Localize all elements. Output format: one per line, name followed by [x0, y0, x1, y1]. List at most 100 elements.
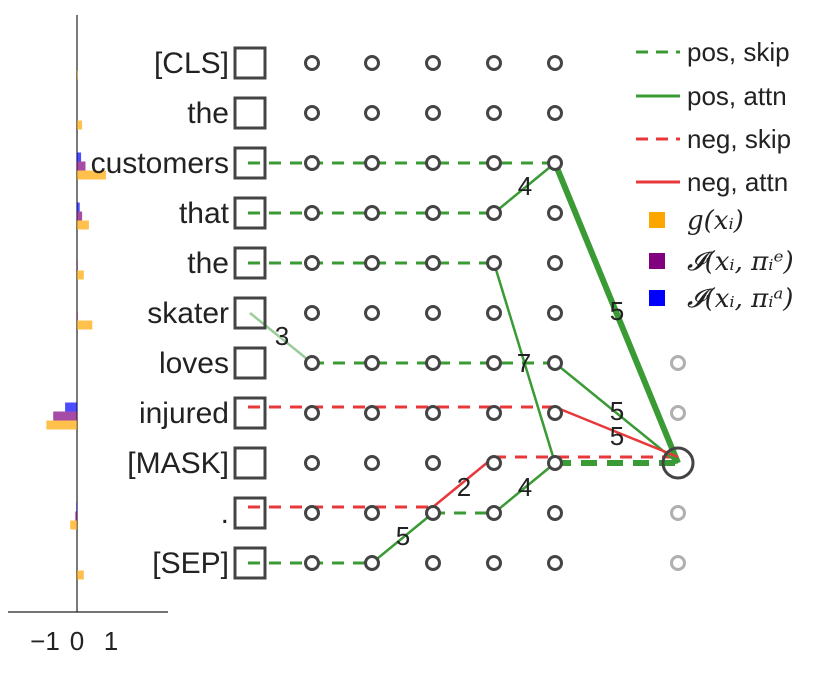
edge-neg-attn-dot-mask: [432, 456, 495, 508]
token-label-the-2: the: [187, 247, 229, 280]
token-label-the-1: the: [187, 97, 229, 130]
node-6-1: [364, 355, 380, 371]
legend-ia-label: 𝓘(xᵢ, πᵢᵃ): [687, 284, 793, 314]
output-node-7: [670, 405, 686, 421]
node-4-0: [304, 255, 320, 271]
node-5-4: [547, 305, 563, 321]
edge-pos-attn-that-customers: [493, 162, 556, 214]
token-label-injured: injured: [139, 397, 229, 430]
token-box-9: [233, 496, 267, 530]
node-2-1: [364, 155, 380, 171]
token-box-6: [233, 346, 267, 380]
node-1-2: [425, 105, 441, 121]
node-3-2: [425, 205, 441, 221]
edge-label-sep-dot: 5: [396, 521, 410, 551]
token-label-loves: loves: [159, 347, 229, 380]
node-10-2: [425, 555, 441, 571]
token-box-8: [233, 446, 267, 480]
edge-label-that-customers: 4: [518, 171, 532, 201]
node-9-4: [547, 505, 563, 521]
bar-g-0: [77, 70, 78, 80]
edge-pos-attn-customers-out: [552, 161, 681, 465]
legend: pos, skip pos, attn neg, skip neg, attn …: [636, 37, 794, 314]
node-8-0: [304, 455, 320, 471]
bar-ia-2: [77, 152, 82, 162]
node-0-1: [364, 55, 380, 71]
node-2-4: [547, 155, 563, 171]
node-7-0: [304, 405, 320, 421]
node-6-0: [304, 355, 320, 371]
node-5-0: [304, 305, 320, 321]
edge-label-dot-mask-neg: 2: [457, 472, 471, 502]
edge-label-customers-out: 5: [610, 296, 624, 326]
bar-g-2: [77, 170, 106, 180]
node-7-4: [547, 405, 563, 421]
tick-neg1: −1: [30, 626, 60, 656]
edge-label-loves-out: 5: [610, 396, 624, 426]
node-4-2: [425, 255, 441, 271]
node-3-1: [364, 205, 380, 221]
node-7-1: [364, 405, 380, 421]
node-4-4: [547, 255, 563, 271]
node-2-0: [304, 155, 320, 171]
node-1-0: [304, 105, 320, 121]
edge-pos-attn-the-mask: [492, 262, 557, 464]
node-5-2: [425, 305, 441, 321]
node-10-1: [364, 555, 380, 571]
output-node-10: [670, 555, 686, 571]
token-label-skater: skater: [147, 297, 229, 330]
node-0-2: [425, 55, 441, 71]
node-9-0: [304, 505, 320, 521]
bar-g-3: [77, 220, 89, 230]
node-9-2: [425, 505, 441, 521]
node-1-1: [364, 105, 380, 121]
bar-ia-7: [65, 402, 77, 412]
legend-neg-attn-label: neg, attn: [687, 167, 788, 197]
edge-neg-attn-injured-out: [554, 405, 679, 459]
bar-ia-3: [77, 202, 80, 212]
node-0-4: [547, 55, 563, 71]
node-7-3: [486, 405, 502, 421]
node-10-3: [486, 555, 502, 571]
bar-ie-2: [77, 161, 86, 171]
node-6-4: [547, 355, 563, 371]
node-1-4: [547, 105, 563, 121]
edge-label-injured-out: 5: [610, 421, 624, 451]
node-7-2: [425, 405, 441, 421]
token-label-cls: [CLS]: [154, 47, 229, 80]
node-8-3: [486, 455, 502, 471]
token-label-dot: .: [221, 497, 229, 530]
bar-ia-9: [76, 502, 77, 512]
bar-ie-4: [77, 261, 78, 271]
node-0-3: [486, 55, 502, 71]
bar-ie-9: [75, 511, 77, 521]
bar-ie-7: [53, 411, 77, 421]
bar-ie-5: [77, 311, 78, 321]
edge-pos-attn-dot-mask: [493, 462, 556, 514]
node-5-1: [364, 305, 380, 321]
node-6-3: [486, 355, 502, 371]
edge-label-skater-loves: 3: [275, 321, 289, 351]
token-box-5: [233, 296, 267, 330]
legend-pos-skip-label: pos, skip: [687, 37, 790, 67]
node-2-2: [425, 155, 441, 171]
node-3-4: [547, 205, 563, 221]
edge-pos-attn-sep-dot: [371, 512, 434, 564]
node-3-3: [486, 205, 502, 221]
token-label-that: that: [179, 197, 230, 230]
token-box-10: [233, 546, 267, 580]
edge-label-dot-mask-pos: 4: [518, 472, 532, 502]
edge-pos-attn-skater-loves: [249, 312, 313, 364]
node-9-1: [364, 505, 380, 521]
bar-g-1: [77, 120, 83, 130]
bar-g-9: [70, 520, 77, 530]
legend-ie-label: 𝓘(xᵢ, πᵢᵉ): [687, 247, 794, 277]
edge-pos-attn-loves-out: [554, 362, 679, 464]
node-10-4: [547, 555, 563, 571]
legend-ia-swatch: [649, 290, 665, 306]
node-10-0: [304, 555, 320, 571]
legend-g-swatch: [649, 212, 665, 228]
node-0-0: [304, 55, 320, 71]
output-node-mask: [661, 446, 695, 480]
